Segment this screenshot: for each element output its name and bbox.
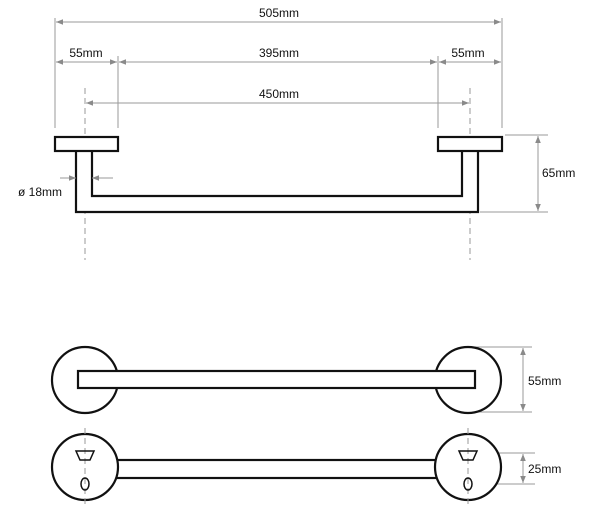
projection-depth-label: 65mm [542, 166, 575, 180]
rear-view: 25mm [50, 428, 561, 508]
bar-body-outline [74, 148, 480, 214]
flange-diameter-label: 55mm [528, 374, 561, 388]
left-flange-width-label: 55mm [69, 46, 102, 60]
side-view: 505mm 55mm 395mm 55mm 450mm ø 18mm 65mm [18, 6, 575, 260]
right-flange-width-label: 55mm [451, 46, 484, 60]
fixing-offset-label: 25mm [528, 462, 561, 476]
left-wall-flange [53, 135, 120, 153]
left-screw-hole-icon [80, 477, 90, 491]
right-screw-hole-icon [463, 477, 473, 491]
top-view: 55mm [50, 345, 561, 415]
bar-rear-outline [110, 458, 444, 480]
bar-top-outline [76, 369, 477, 390]
right-keyhole-slot-icon [457, 450, 479, 461]
left-keyhole-slot-icon [74, 450, 96, 461]
overall-length-label: 505mm [259, 6, 299, 20]
center-distance-label: 450mm [259, 87, 299, 101]
bar-span-label: 395mm [259, 46, 299, 60]
tube-diameter-label: ø 18mm [18, 185, 62, 199]
right-wall-flange [436, 135, 504, 153]
